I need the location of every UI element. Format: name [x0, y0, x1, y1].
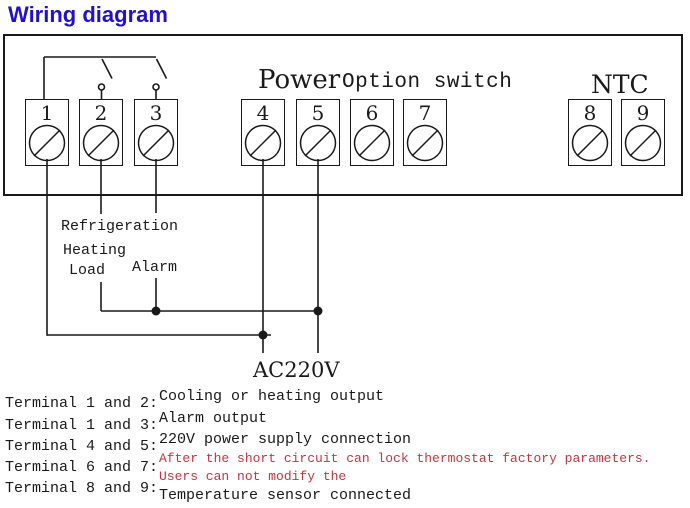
screw-terminal-icon — [299, 124, 337, 162]
ntc-section-label: NTC — [591, 70, 649, 99]
legend-warning-description: Users can not modify the — [159, 469, 347, 484]
terminal-number: 8 — [583, 101, 597, 125]
terminal-number: 2 — [94, 101, 108, 125]
legend-description: 220V power supply connection — [159, 431, 412, 448]
terminal-number: 7 — [418, 101, 432, 125]
terminal-box-4: 4 — [241, 99, 285, 166]
page-title: Wiring diagram — [8, 2, 168, 27]
option-switch-section-label: Option switch — [342, 71, 513, 94]
terminal-box-8: 8 — [568, 99, 612, 166]
legend-terminal-pair: Terminal 8 and 9: — [5, 480, 159, 497]
junction-dot — [313, 306, 323, 316]
screw-terminal-icon — [82, 124, 120, 162]
ac220v-label: AC220V — [253, 358, 340, 382]
screw-terminal-icon — [624, 124, 662, 162]
legend-warning-description: After the short circuit can lock thermos… — [159, 451, 651, 466]
controller-outline-box — [3, 34, 683, 196]
screw-terminal-icon — [244, 124, 282, 162]
screw-terminal-icon — [571, 124, 609, 162]
terminal-box-7: 7 — [403, 99, 447, 166]
terminal-number: 6 — [365, 101, 379, 125]
heating-wire-label: Heating — [63, 242, 127, 259]
legend-terminal-pair: Terminal 1 and 3: — [5, 417, 159, 434]
refrigeration-wire-label: Refrigeration — [61, 218, 179, 235]
power-section-label: Power — [258, 65, 341, 95]
screw-terminal-icon — [137, 124, 175, 162]
terminal-box-6: 6 — [350, 99, 394, 166]
legend-description: Cooling or heating output — [159, 388, 385, 405]
load-wire-label: Load — [69, 262, 106, 279]
alarm-wire-label: Alarm — [132, 259, 178, 276]
legend-terminal-pair: Terminal 1 and 2: — [5, 395, 159, 412]
legend-description: Alarm output — [159, 410, 268, 427]
junction-dot — [258, 330, 268, 340]
legend-description: Temperature sensor connected — [159, 487, 412, 504]
terminal-box-3: 3 — [134, 99, 178, 166]
screw-terminal-icon — [353, 124, 391, 162]
screw-terminal-icon — [406, 124, 444, 162]
terminal-number: 4 — [256, 101, 270, 125]
junction-dot — [151, 306, 161, 316]
legend-terminal-pair: Terminal 4 and 5: — [5, 438, 159, 455]
terminal-number: 9 — [636, 101, 650, 125]
terminal-number: 1 — [40, 101, 54, 125]
terminal-box-9: 9 — [621, 99, 665, 166]
legend-terminal-pair: Terminal 6 and 7: — [5, 459, 159, 476]
terminal-box-5: 5 — [296, 99, 340, 166]
screw-terminal-icon — [28, 124, 66, 162]
terminal-box-2: 2 — [79, 99, 123, 166]
terminal-number: 5 — [311, 101, 325, 125]
terminal-number: 3 — [149, 101, 163, 125]
terminal-box-1: 1 — [25, 99, 69, 166]
